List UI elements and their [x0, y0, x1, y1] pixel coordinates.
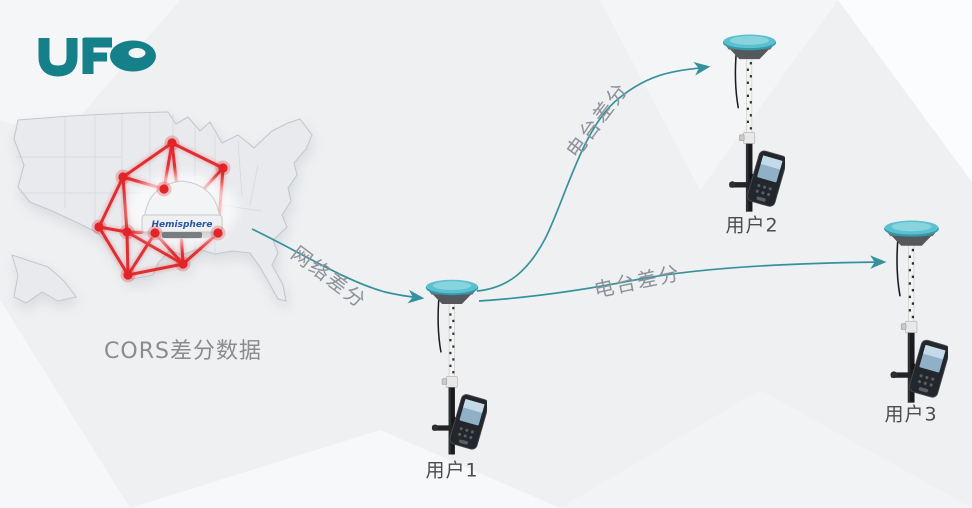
us-cors-map: Hemisphere: [11, 111, 313, 304]
radio-diff-arrow-user2: [476, 62, 711, 292]
ufo-logo: [38, 37, 156, 77]
ufo-logo-letters: [38, 37, 156, 77]
gnss-rover-user2: [714, 34, 785, 212]
user3-label: 用户3: [884, 403, 938, 426]
cors-caption: CORS差分数据: [104, 339, 262, 364]
gnss-rover-user1: [417, 279, 487, 455]
antenna-brand-label: Hemisphere: [152, 220, 213, 230]
user2-label: 用户2: [725, 214, 779, 237]
base-antenna: Hemisphere: [127, 173, 237, 245]
radio-diff-arrow-user3: [478, 255, 887, 302]
cors-station-nodes: [91, 135, 231, 283]
gnss-rover-user3: [875, 220, 948, 403]
network-diff-arrow: [251, 228, 425, 304]
alaska-outline: [11, 254, 77, 304]
user1-label: 用户1: [425, 459, 479, 482]
